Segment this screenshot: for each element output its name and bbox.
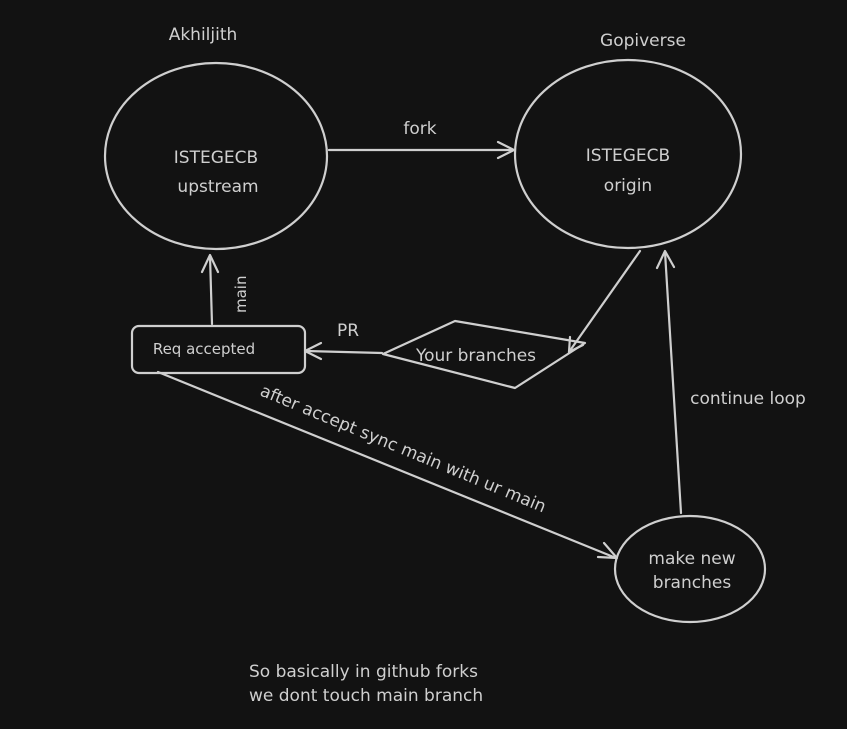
continue-loop-edge: continue loop: [655, 249, 806, 515]
req-accepted-node: Req accepted: [130, 324, 307, 375]
fork-label: fork: [403, 119, 436, 139]
sync-arrow-head: [596, 541, 619, 560]
main-arrow-head: [200, 253, 220, 274]
continue-loop-label: continue loop: [690, 389, 806, 409]
your-branches-label: Your branches: [415, 346, 536, 366]
make-new-branches-line1: make new: [648, 549, 735, 569]
origin-role-label: origin: [604, 176, 652, 196]
fork-edge: fork: [327, 119, 516, 160]
make-new-branches-ellipse: [613, 514, 767, 624]
make-new-branches-node: make new branches: [613, 514, 767, 624]
note-line-1: So basically in github forks: [249, 662, 478, 682]
origin-to-branches-line: [567, 249, 642, 354]
sync-arrow-line: [156, 370, 618, 560]
upstream-node: Akhiljith ISTEGECB upstream: [103, 25, 329, 251]
origin-node: Gopiverse ISTEGECB origin: [513, 31, 743, 250]
origin-ellipse: [513, 58, 743, 250]
main-edge: main: [200, 253, 250, 326]
req-accepted-box: [130, 324, 307, 375]
pr-label: PR: [337, 321, 359, 341]
origin-owner-label: Gopiverse: [600, 31, 686, 51]
upstream-ellipse: [103, 61, 329, 251]
origin-repo-label: ISTEGECB: [586, 146, 670, 166]
note-line-2: we dont touch main branch: [249, 686, 483, 706]
sync-label: after accept sync main with ur main: [257, 381, 549, 517]
note: So basically in github forks we dont tou…: [249, 662, 483, 706]
main-label: main: [232, 276, 250, 313]
upstream-repo-label: ISTEGECB: [174, 148, 258, 168]
pr-edge: PR: [303, 321, 384, 361]
your-branches-node: Your branches: [381, 319, 587, 390]
origin-to-branches-edge: [567, 249, 642, 354]
pr-arrow-line: [304, 349, 384, 355]
your-branches-diamond: [381, 319, 587, 390]
make-new-branches-line2: branches: [653, 573, 732, 593]
continue-loop-head: [655, 249, 676, 270]
sync-edge: after accept sync main with ur main: [156, 370, 619, 560]
req-accepted-label: Req accepted: [153, 340, 255, 358]
fork-arrow-head: [496, 140, 516, 160]
main-arrow-line: [208, 254, 214, 326]
upstream-owner-label: Akhiljith: [169, 25, 238, 45]
continue-loop-line: [663, 250, 683, 515]
upstream-role-label: upstream: [177, 177, 258, 197]
